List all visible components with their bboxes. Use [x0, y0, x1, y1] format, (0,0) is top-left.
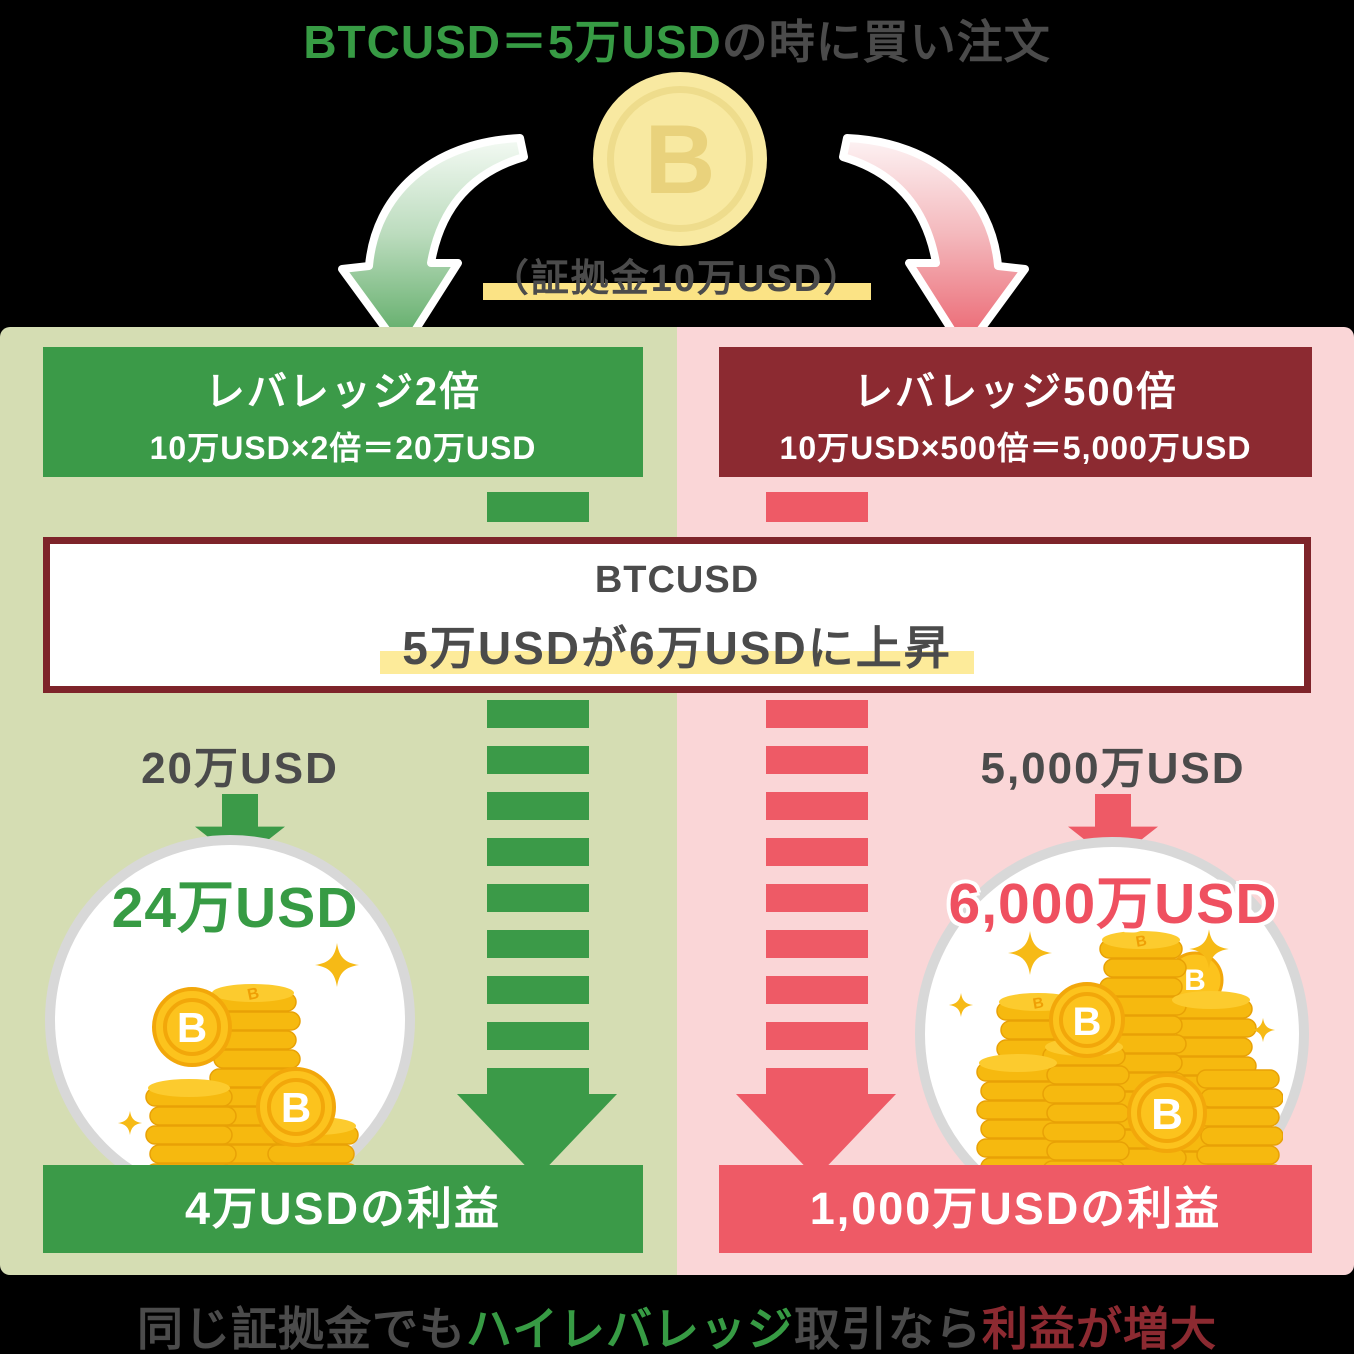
red-dash-segment	[766, 492, 868, 522]
left-leverage-title: レバレッジ2倍	[204, 370, 482, 414]
margin-note: （証拠金10万USD）	[0, 247, 1354, 302]
right-after-amount: 6,000万USD	[948, 872, 1278, 936]
bitcoin-coin-icon: B	[593, 72, 767, 246]
caption-part2: ハイレバレッジ	[465, 1303, 795, 1354]
right-leverage-formula: 10万USD×500倍＝5,000万USD	[779, 430, 1252, 466]
bitcoin-coin-ring	[607, 86, 753, 232]
green-arrow-neck	[487, 1068, 589, 1094]
red-dashed-arrow-stem	[766, 700, 868, 1050]
sparkle-icon	[315, 943, 359, 987]
right-leverage-title: レバレッジ500倍	[853, 370, 1178, 414]
svg-text:B: B	[1031, 994, 1045, 1013]
btcusd-rise-text: 5万USDが6万USDに上昇	[50, 612, 1304, 678]
svg-text:B: B	[246, 985, 261, 1004]
title-highlight: BTCUSD＝5万USD	[303, 16, 722, 68]
face-coin: B	[256, 1067, 336, 1147]
sparkle-icon	[117, 1110, 143, 1136]
right-leverage-header: レバレッジ500倍 10万USD×500倍＝5,000万USD	[719, 347, 1312, 477]
svg-text:B: B	[1134, 932, 1148, 951]
margin-note-text: （証拠金10万USD）	[482, 258, 872, 300]
green-dash-segment	[487, 492, 589, 522]
left-before-amount: 20万USD	[141, 744, 339, 793]
left-after-amount: 24万USD	[111, 876, 359, 940]
red-arrow-neck	[766, 1068, 868, 1094]
svg-text:B: B	[281, 1084, 311, 1131]
bitcoin-b-glyph: B	[644, 103, 716, 214]
sparkle-icon	[1008, 931, 1052, 975]
caption-part1: 同じ証拠金でも	[136, 1303, 466, 1354]
btcusd-rise-box: BTCUSD 5万USDが6万USDに上昇	[43, 537, 1311, 693]
caption-part4: 利益が増大	[982, 1303, 1218, 1354]
svg-text:B: B	[177, 1004, 207, 1051]
title-rest: の時に買い注文	[721, 16, 1051, 68]
left-leverage-header: レバレッジ2倍 10万USD×2倍＝20万USD	[43, 347, 643, 477]
caption-part3: 取引なら	[794, 1303, 983, 1354]
right-profit-bar: 1,000万USDの利益	[719, 1165, 1312, 1253]
page-title: BTCUSD＝5万USDの時に買い注文	[0, 6, 1354, 72]
left-profit-bar: 4万USDの利益	[43, 1165, 643, 1253]
left-leverage-formula: 10万USD×2倍＝20万USD	[149, 430, 537, 466]
sparkle-icon	[1189, 929, 1229, 969]
svg-text:B: B	[1184, 964, 1206, 997]
sparkle-icon	[948, 992, 974, 1018]
face-coin: B	[1049, 982, 1125, 1058]
green-dashed-arrow-stem	[487, 700, 589, 1050]
right-before-amount: 5,000万USD	[980, 744, 1246, 793]
svg-text:B: B	[1073, 1000, 1102, 1044]
curved-arrow-right-icon	[839, 134, 1029, 355]
svg-text:B: B	[1151, 1090, 1183, 1139]
sparkle-icon	[1250, 1017, 1276, 1043]
curved-arrow-left-icon	[338, 134, 528, 355]
bottom-caption: 同じ証拠金でもハイレバレッジ取引なら利益が増大	[0, 1293, 1354, 1354]
face-coin: B	[152, 987, 232, 1067]
face-coin: B	[1127, 1073, 1207, 1153]
btcusd-label: BTCUSD	[594, 559, 760, 601]
